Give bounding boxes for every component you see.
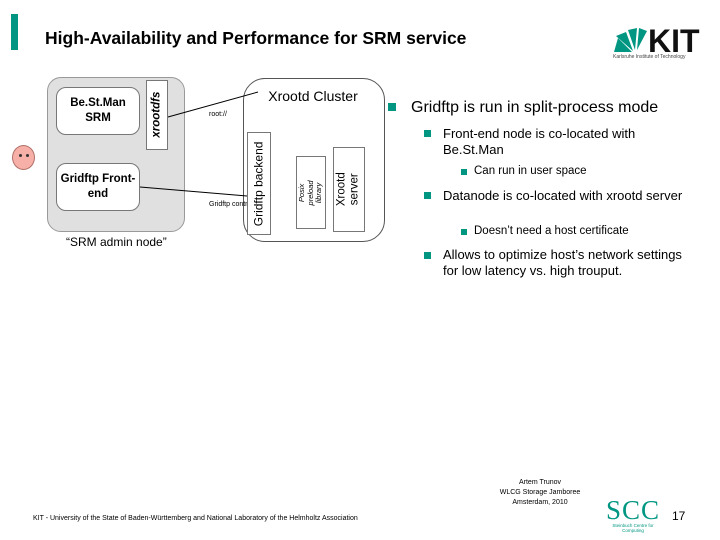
gridftp-control-label: Gridftp control (209, 201, 253, 208)
posix-preload-box: Posix preload library (296, 156, 326, 229)
bullet-marker-4 (424, 192, 431, 199)
footer-event: WLCG Storage Jamboree (499, 489, 581, 497)
posix-preload-label: Posix preload library (297, 179, 324, 206)
gridftp-frontend-box: Gridftp Front-end (56, 163, 140, 211)
bullet-marker-6 (424, 252, 431, 259)
gridftp-control-connector (139, 186, 248, 197)
bullet-main: Gridftp is run in split-process mode (411, 99, 659, 116)
kit-logo: KIT (614, 23, 700, 59)
footer-author: Artem Trunov (518, 479, 561, 486)
footer-place: Amsterdam, 2010 (512, 499, 568, 507)
cluster-label: Xrootd Cluster (268, 88, 358, 104)
xrootd-server-label: Xrootd server (335, 172, 362, 207)
kit-logo-text: KIT (648, 23, 700, 59)
slide-title: High-Availability and Performance for SR… (45, 28, 467, 48)
bullet-marker-1 (388, 103, 396, 111)
bullet-marker-2 (424, 130, 431, 137)
rootd-connector (167, 91, 259, 118)
bullet-frontend: Front-end node is co-located with Be.St.… (443, 126, 636, 158)
bullet-marker-5 (461, 229, 467, 235)
bullet-datanode-sub: Doesn’t need a host certificate (474, 225, 629, 237)
gridftp-backend-box: Gridftp backend (247, 132, 271, 235)
scc-logo: SCC (605, 495, 661, 525)
title-accent-bar (11, 14, 18, 50)
bullet-frontend-sub: Can run in user space (474, 165, 587, 177)
face-eye-right (26, 154, 29, 157)
xrootd-server-box: Xrootd server (333, 147, 365, 232)
xrootdfs-box: xrootdfs (146, 80, 168, 150)
bestman-srm-box: Be.St.Man SRM (56, 87, 140, 135)
page-number: 17 (672, 509, 686, 523)
rootd-label: root:// (209, 111, 227, 118)
footer-affiliation: KIT - University of the State of Baden-W… (33, 515, 358, 522)
kit-logo-subtitle: Karlsruhe Institute of Technology (613, 54, 686, 60)
admin-node-label: “SRM admin node” (66, 235, 167, 249)
bullet-marker-3 (461, 169, 467, 175)
bullet-datanode: Datanode is co-located with xrootd serve… (443, 188, 683, 203)
footer-event-info: Artem Trunov WLCG Storage Jamboree Amste… (490, 478, 590, 508)
bullet-optimize: Allows to optimize host’s network settin… (443, 247, 682, 279)
face-icon (12, 145, 35, 170)
scc-logo-subtitle: Steinbuch Centre for Computing (612, 523, 654, 533)
gridftp-backend-label: Gridftp backend (251, 141, 266, 226)
face-eye-left (19, 154, 22, 157)
